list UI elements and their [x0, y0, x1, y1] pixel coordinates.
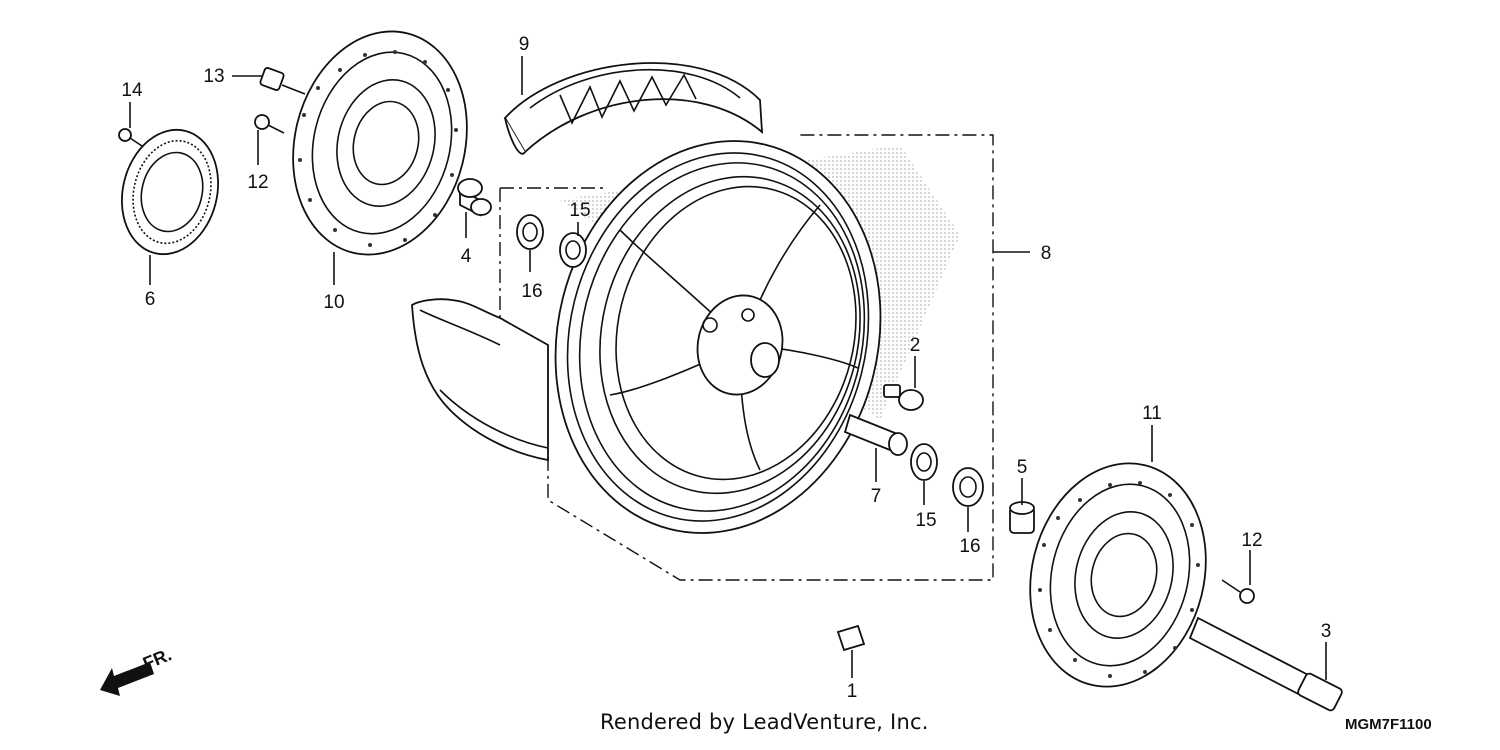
collar-4 [457, 178, 492, 217]
label-part-2: 2 [910, 335, 921, 356]
brake-disc-left [292, 30, 468, 256]
label-part-12-left: 12 [247, 172, 268, 193]
brake-disc-right [1029, 462, 1207, 688]
clip-1 [836, 624, 866, 652]
bearing-15-right [910, 443, 938, 481]
label-part-15-right: 15 [915, 510, 936, 531]
label-part-5: 5 [1017, 457, 1028, 478]
label-part-10: 10 [323, 292, 344, 313]
diagram-code: MGM7F1100 [1345, 716, 1432, 733]
label-part-16-right: 16 [959, 536, 980, 557]
label-part-14: 14 [121, 80, 143, 101]
wheel-rim [554, 140, 960, 534]
label-part-11: 11 [1142, 403, 1162, 424]
tire [411, 62, 764, 462]
bolt-14 [118, 128, 143, 147]
label-part-9: 9 [519, 34, 530, 55]
part-labels: 9 13 14 12 6 10 4 15 16 8 2 7 15 16 5 11… [121, 34, 1331, 702]
collar-7 [843, 413, 908, 456]
label-part-15-left: 15 [569, 200, 590, 221]
label-part-12-right: 12 [1241, 530, 1262, 551]
collar-5 [1009, 501, 1035, 534]
pulse-ring [121, 128, 219, 256]
label-part-3: 3 [1321, 621, 1332, 642]
leader-lines [129, 56, 1327, 680]
label-part-4: 4 [461, 246, 472, 267]
label-part-8: 8 [1041, 243, 1052, 264]
direction-label: FR. [140, 644, 174, 673]
bolt-13 [259, 67, 306, 95]
front-direction-arrow-icon: FR. [100, 644, 174, 696]
bearing-15-left [559, 232, 587, 268]
bolt-12-right [1221, 579, 1255, 604]
credit-text: Rendered by LeadVenture, Inc. [600, 710, 929, 734]
bolt-12-left [254, 114, 285, 134]
label-part-7: 7 [871, 486, 882, 507]
axle-3 [1188, 616, 1343, 712]
bolt-2 [883, 384, 924, 411]
label-part-1: 1 [847, 681, 858, 702]
bearing-16-left [516, 214, 544, 250]
bearing-16-right [952, 467, 984, 507]
label-part-13: 13 [203, 66, 224, 87]
label-part-16-left: 16 [521, 281, 542, 302]
label-part-6: 6 [145, 289, 156, 310]
